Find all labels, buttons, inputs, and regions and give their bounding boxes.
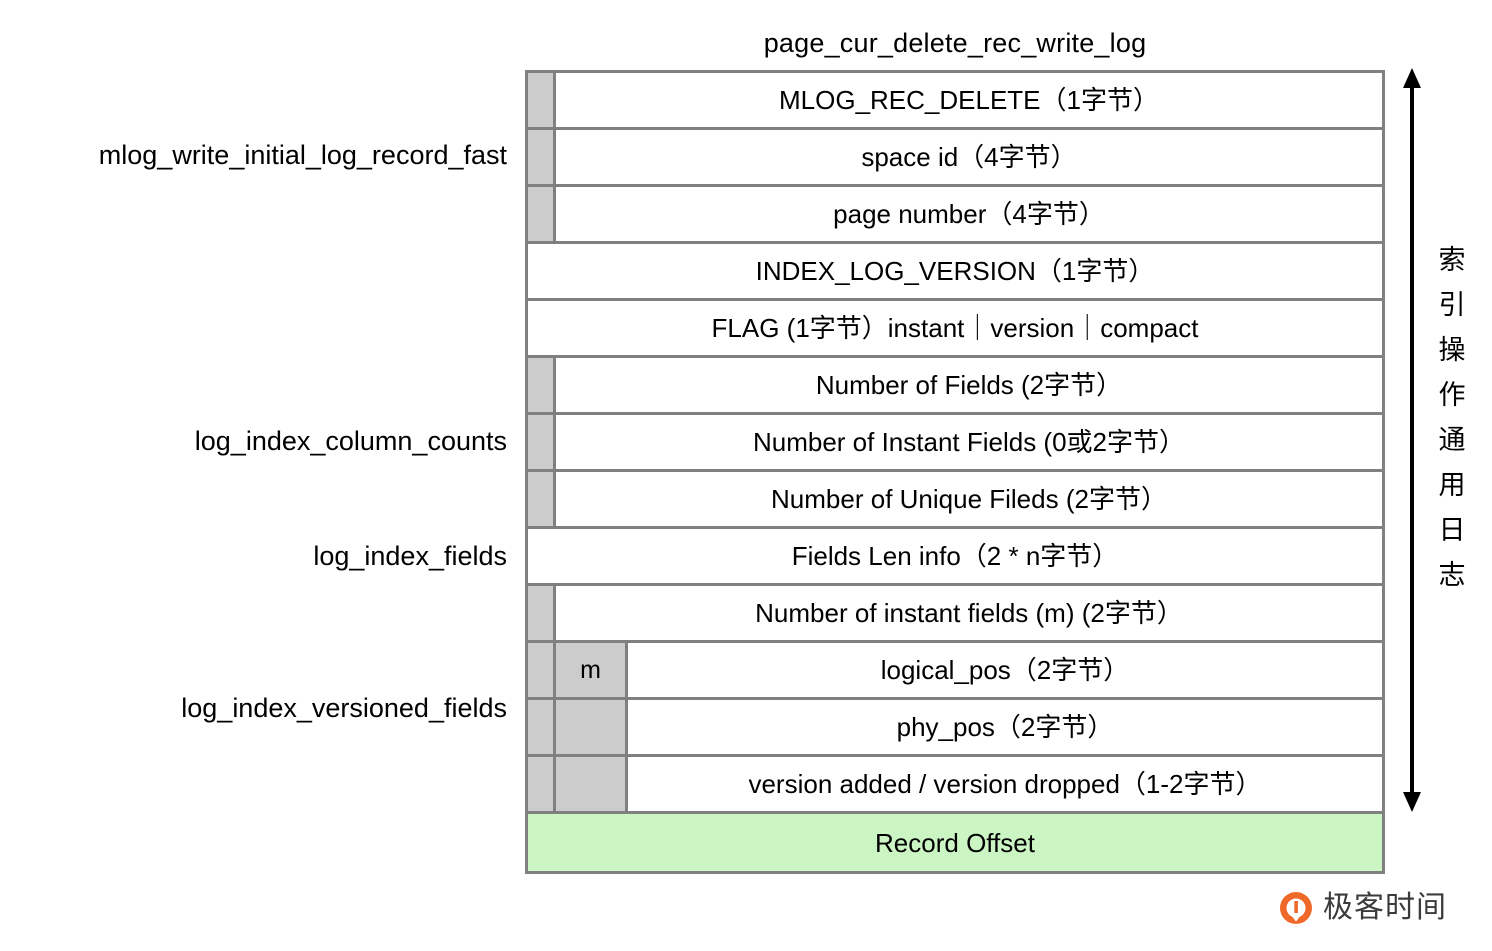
- page-title: page_cur_delete_rec_write_log: [763, 28, 1147, 58]
- multiplier-column-m: m: [556, 643, 628, 697]
- field-cell: phy_pos（2字节）: [896, 712, 1114, 742]
- field-cell: Number of instant fields (m) (2字节）: [755, 598, 1183, 628]
- span-caption-index-operation-common-log: 索引操作通用日志: [1438, 245, 1466, 590]
- table-row: INDEX_LOG_VERSION（1字节）: [528, 244, 1382, 301]
- table-row: space id（4字节）: [528, 130, 1382, 187]
- multiplier-column-m-cont: [556, 757, 628, 811]
- field-cell: version added / version dropped（1-2字节）: [748, 769, 1262, 799]
- group-gutter-column-counts: [528, 358, 556, 412]
- table-row: m logical_pos（2字节）: [528, 643, 1382, 700]
- brand-watermark: 极客时间: [1278, 890, 1447, 926]
- field-cell: Fields Len info（2 * n字节）: [791, 541, 1119, 571]
- table-row: page number（4字节）: [528, 187, 1382, 244]
- group-gutter-versioned-fields: [528, 757, 556, 811]
- field-cell: logical_pos（2字节）: [880, 655, 1130, 685]
- table-row: MLOG_REC_DELETE（1字节）: [528, 73, 1382, 130]
- field-cell: Number of Instant Fields (0或2字节）: [752, 427, 1186, 457]
- multiplier-column-m-cont: [556, 700, 628, 754]
- table-row: Number of Fields (2字节）: [528, 358, 1382, 415]
- geektime-logo-icon: [1280, 892, 1312, 924]
- field-cell: Number of Fields (2字节）: [815, 370, 1123, 400]
- annotation-log-index-column-counts: log_index_column_counts: [194, 426, 507, 456]
- group-gutter-mlog: [528, 187, 556, 241]
- brand-name: 极客时间: [1323, 891, 1447, 924]
- field-cell: MLOG_REC_DELETE（1字节）: [779, 85, 1159, 115]
- group-gutter-versioned-fields: [528, 700, 556, 754]
- group-gutter-column-counts: [528, 472, 556, 526]
- table-row-record-offset: Record Offset: [528, 814, 1382, 871]
- field-cell: page number（4字节）: [833, 199, 1105, 229]
- annotation-log-index-versioned-fields: log_index_versioned_fields: [181, 693, 507, 723]
- annotation-mlog-write-initial-log-record-fast: mlog_write_initial_log_record_fast: [98, 140, 507, 170]
- table-row: Fields Len info（2 * n字节）: [528, 529, 1382, 586]
- group-gutter-versioned-fields: [528, 586, 556, 640]
- field-cell: Number of Unique Fileds (2字节）: [771, 484, 1167, 514]
- table-row: version added / version dropped（1-2字节）: [528, 757, 1382, 814]
- field-cell: space id（4字节）: [861, 142, 1077, 172]
- table-row: phy_pos（2字节）: [528, 700, 1382, 757]
- field-cell-record-offset: Record Offset: [528, 814, 1382, 871]
- field-cell: FLAG (1字节）instant｜version｜compact: [711, 313, 1199, 343]
- field-cell: INDEX_LOG_VERSION（1字节）: [755, 256, 1155, 286]
- table-row: Number of Instant Fields (0或2字节）: [528, 415, 1382, 472]
- group-gutter-mlog: [528, 130, 556, 184]
- group-gutter-column-counts: [528, 415, 556, 469]
- group-gutter-mlog: [528, 73, 556, 127]
- log-record-layout-table: MLOG_REC_DELETE（1字节） space id（4字节） page …: [525, 70, 1385, 874]
- annotation-log-index-fields: log_index_fields: [313, 541, 507, 571]
- double-headed-arrow-icon: [1403, 68, 1421, 812]
- group-gutter-versioned-fields: [528, 643, 556, 697]
- table-row: Number of Unique Fileds (2字节）: [528, 472, 1382, 529]
- table-row: Number of instant fields (m) (2字节）: [528, 586, 1382, 643]
- table-row: FLAG (1字节）instant｜version｜compact: [528, 301, 1382, 358]
